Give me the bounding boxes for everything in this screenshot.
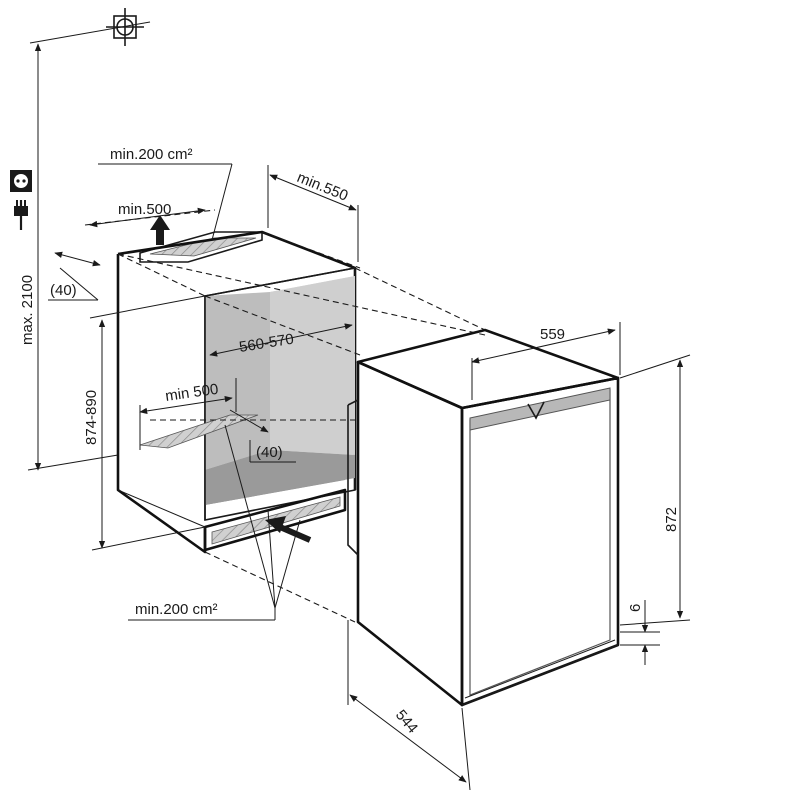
power-plug-icon [14, 200, 28, 230]
top-vent-width-label: min.500 [118, 201, 171, 218]
crosshair-target-icon [106, 8, 144, 46]
top-vent-area-label: min.200 cm² [110, 146, 193, 163]
top-reference-line [29, 21, 151, 44]
appliance-width-label: 559 [540, 326, 565, 343]
bottom-air-flow-arrow [265, 516, 312, 543]
appliance-depth-label: 544 [392, 707, 421, 737]
max-height-label: max. 2100 [19, 275, 36, 345]
projection-line-top [117, 253, 486, 336]
power-socket-icon [10, 170, 32, 192]
top-vent-offset-label: (40) [50, 282, 77, 299]
top-air-flow-arrow [150, 215, 170, 245]
bottom-vent-area-label: min.200 cm² [135, 601, 218, 618]
niche-depth-label: min.550 [295, 169, 351, 205]
floor-reference-line [27, 454, 119, 471]
bottom-vent-offset-label: (40) [256, 444, 283, 461]
top-vent-width-dimension-line [89, 207, 206, 228]
refrigerator-appliance [347, 328, 620, 707]
floor-vent-grille [139, 414, 259, 449]
appliance-height-label: 872 [663, 507, 680, 532]
bottom-vent-width-dimension-line [139, 395, 233, 415]
plinth-gap-label: 6 [627, 604, 644, 612]
niche-width-dimension-line [209, 323, 353, 357]
appliance-depth-dimension-line [349, 694, 467, 783]
appliance-width-dimension-line [471, 328, 616, 364]
projection-line-bottom [204, 551, 356, 623]
niche-depth-dimension-line [269, 174, 357, 211]
niche-height-label: 874-890 [83, 390, 100, 445]
